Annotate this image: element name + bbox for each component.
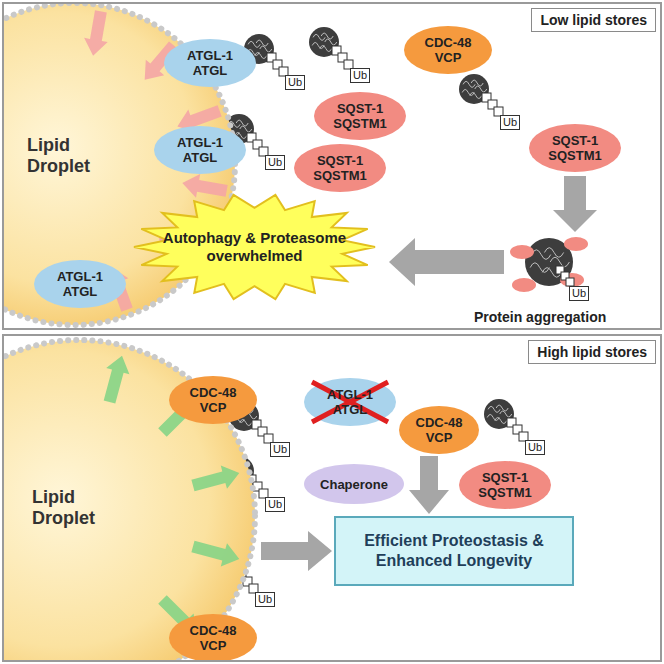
sqst-aggregate	[510, 245, 534, 259]
node-text: ATGL	[193, 63, 227, 78]
cdc48-oval: CDC-48VCP	[169, 614, 257, 662]
outward-arrow	[191, 466, 239, 492]
node-text: SQSTM1	[333, 116, 386, 131]
node-text: VCP	[200, 400, 227, 415]
sqst-oval: SQST-1SQSTM1	[459, 461, 551, 509]
ubiquitin-tag: Ub	[265, 155, 285, 170]
node-text: CDC-48	[416, 415, 463, 430]
node-text: SQST-1	[482, 470, 528, 485]
node-text: SQSTM1	[313, 168, 366, 183]
protein-texture	[260, 46, 272, 52]
panel-title: Low lipid stores	[531, 8, 656, 32]
cross-stroke	[312, 382, 388, 422]
process-arrow	[553, 176, 597, 232]
sqst-oval: SQST-1SQSTM1	[314, 92, 406, 140]
protein-texture	[312, 42, 324, 48]
protein-texture	[532, 250, 551, 260]
protein-texture	[248, 41, 260, 47]
ubiquitin-tag: Ub	[265, 497, 285, 512]
protein-texture	[475, 86, 487, 92]
node-text: Lipid Droplet	[27, 135, 105, 177]
starburst: Autophagy & Proteasome overwhelmed	[132, 192, 377, 302]
node-text: ATGL	[183, 150, 217, 165]
node-text: ATGL-1	[177, 135, 223, 150]
protein-texture	[236, 120, 248, 126]
inward-arrow	[182, 174, 227, 198]
ubiquitin-tag: Ub	[255, 592, 275, 607]
process-arrow	[389, 238, 504, 286]
sqst-aggregate	[560, 273, 584, 287]
protein-texture	[544, 248, 563, 258]
node-text: VCP	[426, 430, 453, 445]
protein-texture	[550, 257, 569, 267]
node-text: SQSTM1	[548, 148, 601, 163]
node-text: SQST-1	[337, 101, 383, 116]
node-text: CDC-48	[190, 623, 237, 638]
sqst-aggregate	[512, 278, 536, 292]
cdc48-oval: CDC-48VCP	[169, 376, 257, 424]
ubiquitin-tag: Ub	[285, 75, 305, 90]
outward-arrow	[191, 541, 239, 567]
protein-texture	[321, 33, 333, 39]
aggregation-label: Protein aggregation	[474, 309, 606, 325]
protein-texture	[325, 39, 337, 45]
outward-arrow	[104, 356, 130, 404]
protein-texture	[488, 406, 500, 412]
node-text: Efficient Proteostasis & Enhanced Longev…	[344, 531, 564, 571]
protein-texture	[463, 81, 475, 87]
node-text: CDC-48	[190, 385, 237, 400]
panel-title: High lipid stores	[528, 340, 656, 364]
protein-texture	[500, 411, 512, 417]
sqst-oval: SQST-1SQSTM1	[529, 124, 621, 172]
atgl-oval-crossed: ATGL-1ATGL	[304, 378, 396, 426]
node-text: ATGL-1	[57, 269, 103, 284]
node-text: SQSTM1	[478, 485, 531, 500]
ubiquitin-tag: Ub	[525, 440, 545, 455]
node-text: ATGL-1	[187, 48, 233, 63]
protein-texture	[471, 80, 483, 86]
node-text: CDC-48	[425, 35, 472, 50]
node-text: VCP	[435, 50, 462, 65]
protein-texture	[496, 405, 508, 411]
process-arrow	[261, 531, 332, 571]
ubiquitin-tag: Ub	[270, 442, 290, 457]
outcome-box: Efficient Proteostasis & Enhanced Longev…	[334, 516, 574, 586]
sqst-aggregate	[564, 237, 588, 251]
inward-arrow	[84, 10, 108, 55]
node-text: ATGL	[63, 284, 97, 299]
panel: High lipid storesLipid DropletCDC-48VCPA…	[2, 334, 662, 662]
panel: Low lipid storesLipid DropletATGL-1ATGLA…	[2, 2, 662, 330]
node-text: ATGL	[333, 402, 367, 417]
atgl-oval: ATGL-1ATGL	[34, 260, 126, 308]
node-text: VCP	[200, 638, 227, 653]
cross-stroke	[312, 382, 388, 422]
node-text: SQST-1	[552, 133, 598, 148]
node-text: Chaperone	[320, 477, 388, 492]
node-text: SQST-1	[317, 153, 363, 168]
ubiquitin-unit	[566, 278, 574, 286]
cdc48-oval: CDC-48VCP	[399, 406, 479, 454]
protein-texture	[256, 40, 268, 46]
atgl-oval: ATGL-1ATGL	[164, 39, 256, 87]
atgl-oval: ATGL-1ATGL	[154, 126, 246, 174]
starburst-outline	[134, 195, 375, 299]
sqst-oval: SQST-1SQSTM1	[294, 144, 386, 192]
ubiquitin-tag: Ub	[350, 68, 370, 83]
ubiquitin-tag: Ub	[569, 286, 589, 301]
node-text: Lipid Droplet	[32, 487, 110, 529]
cdc48-oval: CDC-48VCP	[404, 26, 492, 74]
chaperone-oval: Chaperone	[304, 464, 404, 504]
process-arrow	[409, 456, 449, 514]
protein-texture	[313, 34, 325, 40]
node-text: ATGL-1	[327, 387, 373, 402]
protein-texture	[462, 89, 474, 95]
protein-texture	[530, 263, 549, 273]
ubiquitin-tag: Ub	[500, 115, 520, 130]
protein-texture	[240, 126, 252, 132]
node-text: Autophagy & Proteasome overwhelmed	[160, 229, 350, 265]
protein-texture	[487, 414, 499, 420]
